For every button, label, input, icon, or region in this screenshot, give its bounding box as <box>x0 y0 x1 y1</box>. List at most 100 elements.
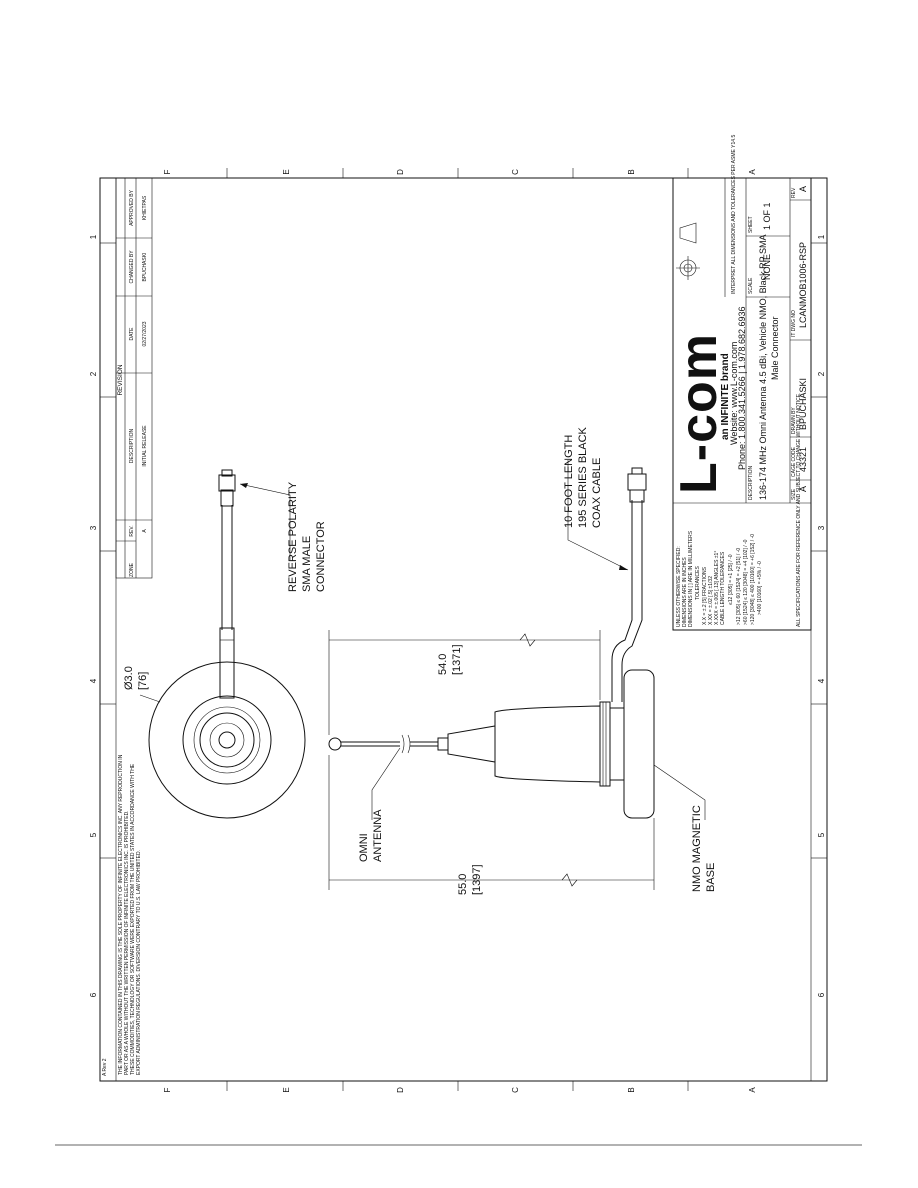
description-2: Male Connector <box>770 316 780 380</box>
row-changed-by: BPUCHASKI <box>142 253 148 282</box>
sma-callout-3: CONNECTOR <box>315 521 327 592</box>
row-rev: A <box>142 529 148 533</box>
cable-callout-2: 195 SERIES BLACK <box>577 426 589 528</box>
zone-ticks <box>100 168 827 1091</box>
svg-text:A: A <box>748 1087 757 1093</box>
antenna-callout-1: OMNI <box>358 833 370 862</box>
prop-note-3: THESE COMMODITIES, TECHNOLOGY OR SOFTWAR… <box>130 763 136 1075</box>
tol-13: >400 [10160] = +5% / -0 <box>757 561 763 615</box>
brand-line: an INFINITE brand <box>720 353 731 440</box>
zone-num: 1 <box>89 234 98 239</box>
drawn-value: BPUCHASKI <box>798 378 808 430</box>
revision-table: REVISION ZONE REV. DESCRIPTION DATE CHAN… <box>115 177 153 579</box>
dim-total-2: [1397] <box>471 864 483 895</box>
tol-note: ALL SPECIFICATIONS ARE FOR REFERENCE ONL… <box>796 393 802 628</box>
svg-text:C: C <box>511 169 520 175</box>
zone-num: 4 <box>89 678 98 683</box>
revision-header: REVISION <box>117 364 124 395</box>
col-rev: REV. <box>129 525 135 536</box>
col-approved-by: APPROVED BY <box>129 189 135 226</box>
zone-num: 6 <box>89 992 98 997</box>
corner-note: A Rev 2 <box>102 1058 108 1076</box>
dim-cable-2: [1371] <box>451 644 463 675</box>
row-approved-by: KHIETPAS <box>142 195 148 220</box>
tol-9: ≤12 [305] = +1 [25] / -0 <box>728 554 734 605</box>
zone-numbers-left: 1 2 3 4 5 6 <box>89 234 98 997</box>
top-view-base <box>148 469 306 819</box>
col-zone: ZONE <box>129 562 135 577</box>
svg-text:E: E <box>282 169 291 174</box>
col-description: DESCRIPTION <box>129 429 135 464</box>
antenna-leader <box>371 747 401 820</box>
dia-callout-1: Ø3.0 <box>123 666 135 690</box>
sma-leader <box>239 483 291 560</box>
base-callout-2: BASE <box>705 863 717 892</box>
prop-note-4: EXPORT ADMINISTRATION REGULATIONS. DIVER… <box>136 850 142 1075</box>
tol-4: TOLERANCES <box>695 566 701 600</box>
zone-num: 2 <box>89 371 98 376</box>
size-value: A <box>798 486 808 492</box>
tol-3: DIMENSIONS IN [ ] ARE IN MILLIMETERS <box>688 530 694 627</box>
dimension-cable: 54.0 [1371] <box>328 630 601 735</box>
svg-text:C: C <box>511 1087 520 1093</box>
svg-text:D: D <box>396 169 405 175</box>
cable-leader <box>567 460 629 571</box>
tol-12: >120 [3048] ≤ 400 [10160] = +6 [152] / -… <box>750 534 756 625</box>
zone-num: 5 <box>817 832 826 837</box>
zone-num: 3 <box>89 525 98 530</box>
cage-value: 43321 <box>798 447 808 472</box>
col-date: DATE <box>129 327 135 341</box>
prop-note-2: PART OR AS A WHOLE WITHOUT THE WRITTEN P… <box>124 810 130 1075</box>
dia-callout-2: [76] <box>137 672 149 690</box>
dimension-total: 55.0 [1397] <box>328 755 655 895</box>
sheet-label: SHEET <box>748 216 754 233</box>
drawn-label: DRAWN BY <box>791 407 797 434</box>
svg-text:A: A <box>748 169 757 175</box>
projection-symbol-icon <box>676 222 700 280</box>
cable-callout-3: COAX CABLE <box>591 458 603 528</box>
row-date: 02/27/2023 <box>142 321 148 346</box>
zone-letters-bottom: F E D C B A <box>163 1087 757 1093</box>
tol-6: X.XX = ±.02 [.5] ±1/32 <box>708 576 714 625</box>
zone-letters-top: F E D C B A <box>163 169 757 175</box>
website: Website: www.L-com.com <box>729 342 739 445</box>
cable-callout-1: 10 FOOT LENGTH <box>563 435 575 528</box>
sma-callout-1: REVERSE POLARITY <box>287 481 299 592</box>
description-1: 136-174 MHz Omni Antenna 4.5 dBi, Vehicl… <box>758 235 768 500</box>
dim-cable-1: 54.0 <box>437 654 449 675</box>
antenna-callout-2: ANTENNA <box>372 809 384 862</box>
cage-label: CAGE CODE <box>791 446 797 477</box>
base-callout-1: NMO MAGNETIC <box>691 805 703 892</box>
phone: Phone: 1.800.341.5266 | 1.978.682.6936 <box>737 307 747 471</box>
zone-num: 6 <box>817 992 826 997</box>
tol-11: >60 [1524] ≤ 120 [3048] = +4 [102] / -0 <box>743 539 749 625</box>
scale-label: SCALE <box>748 277 754 294</box>
side-view-antenna <box>328 467 655 819</box>
part-number: LCANMOB1006-RSP <box>798 242 808 328</box>
description-label: DESCRIPTION <box>748 465 754 500</box>
tol-7: X.XXX = ±.005 [.13] ANGLES ±1° <box>714 551 720 625</box>
size-label: SIZE <box>791 488 797 500</box>
svg-text:D: D <box>396 1087 405 1093</box>
base-leader <box>653 764 706 820</box>
sma-callout-2: SMA MALE <box>301 536 313 592</box>
title-block: L-com an INFINITE brand Website: www.L-c… <box>670 135 812 631</box>
projection-note: INTERPRET ALL DIMENSIONS AND TOLERANCES … <box>731 135 737 294</box>
zone-num: 3 <box>817 525 826 530</box>
tol-10: >12 [305] ≤ 60 [1524] = +2 [51] / -0 <box>736 548 742 625</box>
col-changed-by: CHANGED BY <box>129 250 135 284</box>
dim-total-1: 55.0 <box>457 874 469 895</box>
svg-text:F: F <box>163 169 172 174</box>
zone-num: 4 <box>817 678 826 683</box>
zone-numbers-right: 1 2 3 4 5 6 <box>817 234 826 997</box>
lcom-logo: L-com <box>670 333 728 494</box>
zone-num: 2 <box>817 371 826 376</box>
zone-num: 1 <box>817 234 826 239</box>
svg-text:F: F <box>163 1087 172 1092</box>
zone-num: 5 <box>89 832 98 837</box>
svg-text:B: B <box>627 1087 636 1092</box>
rev-label: REV <box>791 187 797 198</box>
rev-value: A <box>798 186 808 192</box>
sheet-value: 1 OF 1 <box>762 202 772 230</box>
